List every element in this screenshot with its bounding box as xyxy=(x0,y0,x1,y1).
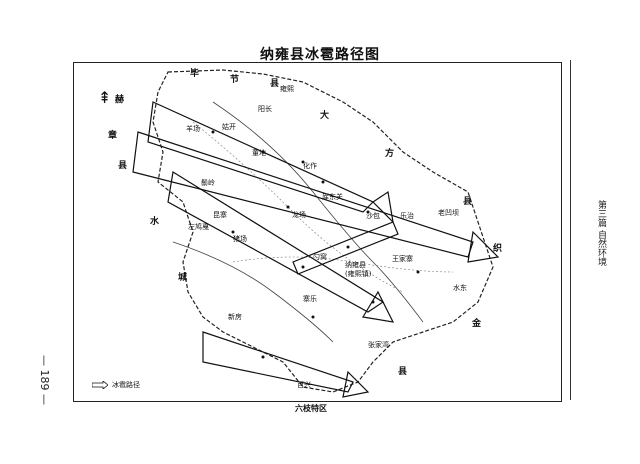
place-label: 化作 xyxy=(303,162,317,170)
neighbor-label-right-1: 织 xyxy=(493,244,503,254)
place-label: 老凹坝 xyxy=(438,209,459,217)
road xyxy=(232,256,454,273)
place-label: 勺窝 xyxy=(313,253,327,261)
place-label-county: 纳雍县 xyxy=(345,261,366,269)
place-label: 乐治 xyxy=(400,212,414,220)
bottom-region-label: 六枝特区 xyxy=(295,404,327,413)
place-label-county-sub: (雍熙镇) xyxy=(345,270,372,278)
neighbor-label-tr-3: 县 xyxy=(463,197,473,207)
right-rule xyxy=(570,60,571,400)
place-label: 昆寨 xyxy=(213,211,227,219)
hail-path-arrow xyxy=(147,101,375,213)
hail-path-arrow-icon xyxy=(92,381,108,389)
place-label: 厍东关 xyxy=(322,193,343,201)
place-label: 鬃岭 xyxy=(201,179,215,187)
hail-path-arrow xyxy=(132,131,474,258)
neighbor-label-left-3: 县 xyxy=(118,161,128,171)
place-label: 张家湾 xyxy=(368,341,389,349)
north-arrow-icon: ⇞ xyxy=(98,88,112,107)
neighbor-label-left-1: 赫 xyxy=(115,95,125,105)
neighbor-label-top-2: 节 xyxy=(230,75,240,85)
place-label: 王家寨 xyxy=(392,255,413,263)
place-label: 沙包 xyxy=(366,212,380,220)
neighbor-label-right-2: 金 xyxy=(472,319,482,329)
river xyxy=(212,101,424,323)
neighbor-label-top-3: 县 xyxy=(270,79,280,89)
river xyxy=(172,241,334,343)
neighbor-label-tr-1: 大 xyxy=(320,111,330,121)
hail-path-arrow xyxy=(467,230,500,263)
road xyxy=(192,121,404,293)
place-label: 姑开 xyxy=(222,123,236,131)
hail-path-arrow xyxy=(202,331,354,393)
legend: 冰雹路径 xyxy=(92,380,140,390)
place-label: 水东 xyxy=(453,284,467,292)
place-label: 百兴 xyxy=(297,381,311,389)
neighbor-label-br-1: 县 xyxy=(398,367,408,377)
hail-path-arrow xyxy=(362,290,395,323)
place-label: 猪场 xyxy=(233,235,247,243)
county-boundary xyxy=(152,69,494,393)
place-label: 阳长 xyxy=(258,105,272,113)
hail-path-arrow xyxy=(167,171,385,313)
place-label: 雍熙 xyxy=(280,85,294,93)
place-label: 龙场 xyxy=(292,211,306,219)
legend-label: 冰雹路径 xyxy=(112,381,140,389)
place-label: 羊场 xyxy=(186,125,200,133)
side-note: 第三篇 自然环境 xyxy=(596,200,606,266)
place-label: 左鸠戛 xyxy=(188,223,209,231)
map-title: 纳雍县冰雹路径图 xyxy=(260,47,380,63)
neighbor-label-left-5: 城 xyxy=(178,273,188,283)
map-frame xyxy=(73,62,562,402)
hail-path-map xyxy=(132,69,500,398)
place-label: 寨乐 xyxy=(303,295,317,303)
neighbor-label-tr-2: 方 xyxy=(385,149,395,159)
place-label: 新房 xyxy=(228,313,242,321)
neighbor-label-left-4: 水 xyxy=(150,217,160,227)
place-label: 董地 xyxy=(252,149,266,157)
neighbor-label-top-1: 毕 xyxy=(190,69,200,79)
hail-path-arrow xyxy=(342,370,370,398)
neighbor-label-left-2: 章 xyxy=(108,131,118,141)
page-number: — 189 — xyxy=(38,355,51,405)
hail-path-arrow xyxy=(292,221,399,275)
